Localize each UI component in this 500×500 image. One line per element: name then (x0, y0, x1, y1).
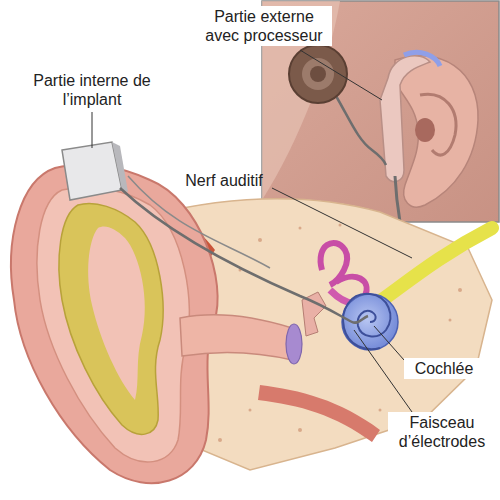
leader-lines (92, 50, 412, 412)
auditory-nerve (382, 228, 492, 300)
ear-canal (180, 243, 367, 364)
part-label: Partie externe avec processeur (196, 6, 332, 46)
part-label: Partie interne de l’implant (30, 70, 154, 110)
part-label: Cochlée (404, 358, 484, 379)
part-label: Faisceau d’électrodes (388, 412, 496, 452)
part-label: Nerf auditif (172, 170, 276, 191)
implant-receiver (62, 142, 368, 323)
